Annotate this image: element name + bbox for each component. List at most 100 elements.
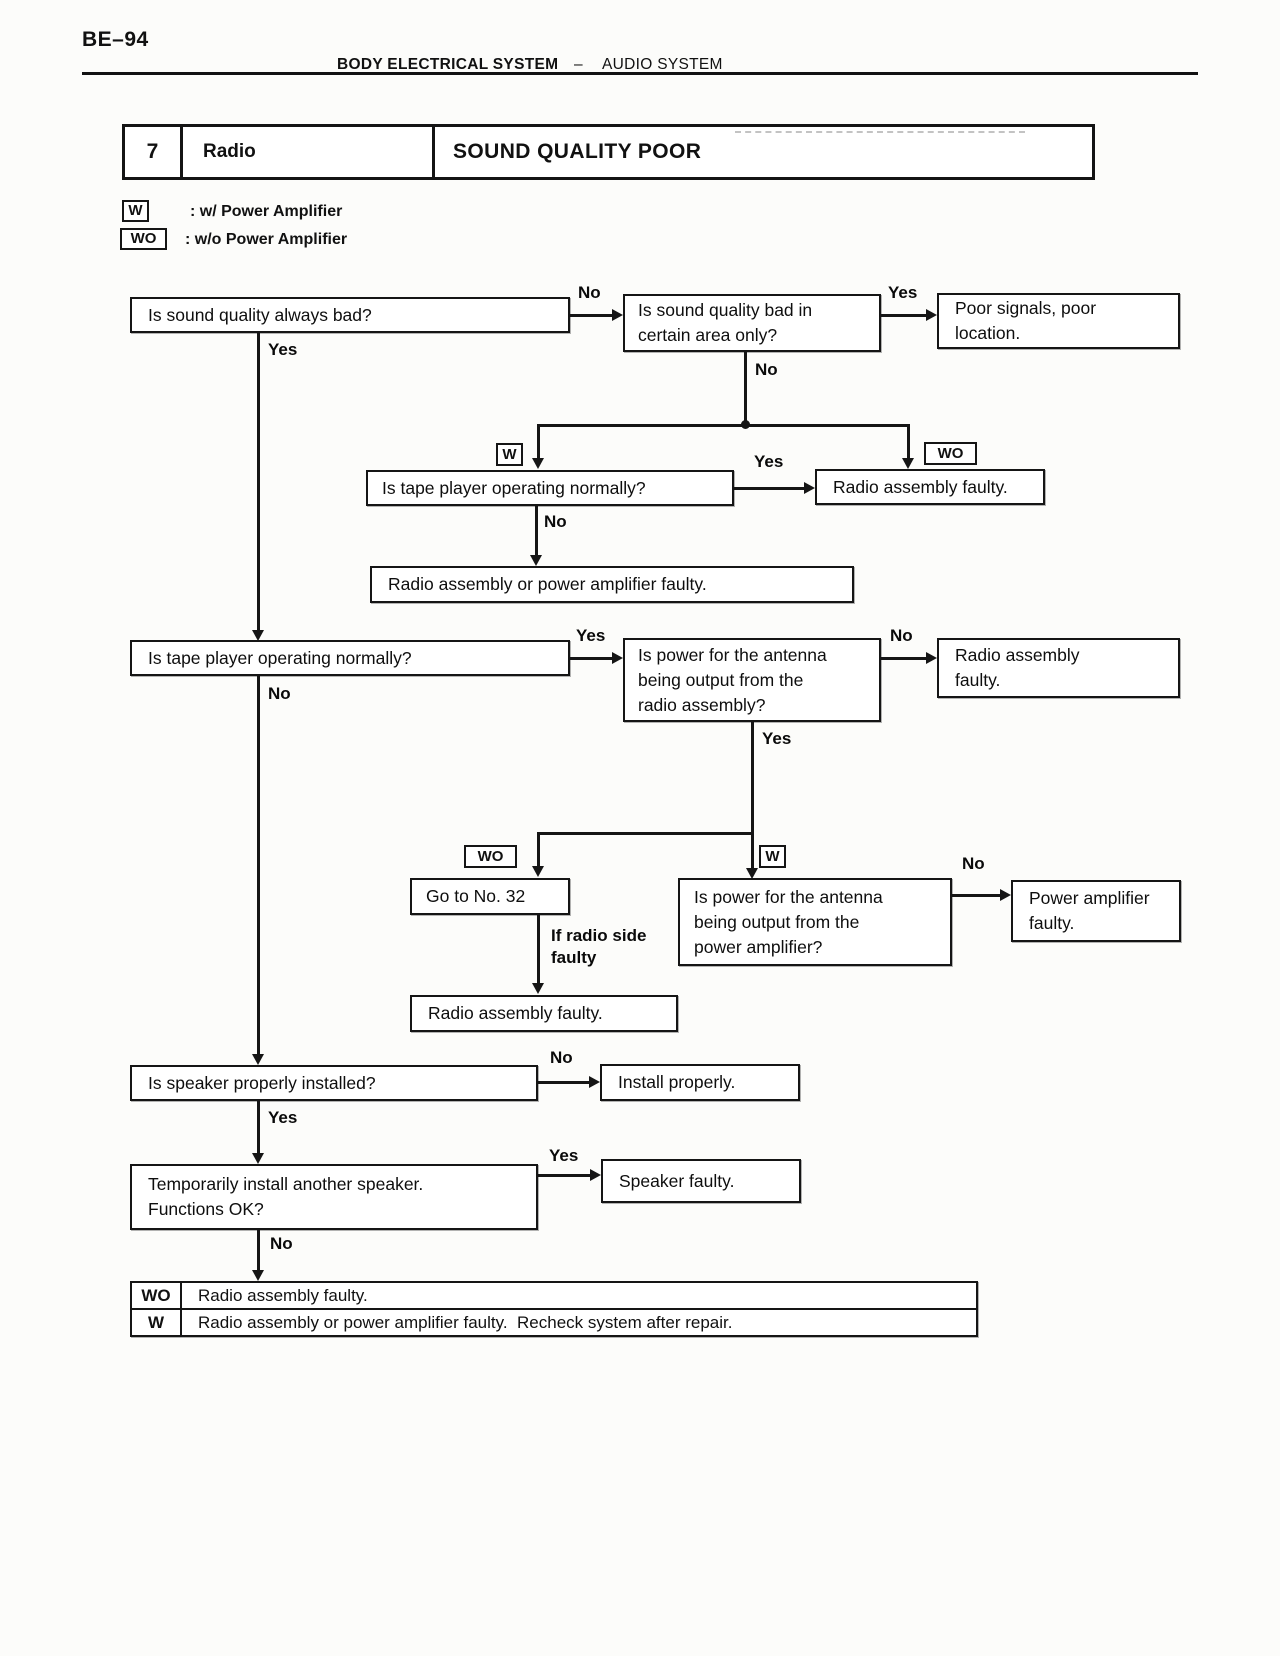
arrow-right-icon xyxy=(926,309,937,321)
legend-w-tag: W xyxy=(122,200,149,222)
legend-w-text: : w/ Power Amplifier xyxy=(190,203,343,220)
final-w-text: Radio assembly or power amplifier faulty… xyxy=(198,1312,733,1332)
arrow-down-icon xyxy=(252,1054,264,1065)
connector-line xyxy=(538,1174,591,1177)
box-line: Functions OK? xyxy=(148,1199,264,1219)
final-row-w: W Radio assembly or power amplifier faul… xyxy=(132,1310,976,1335)
box-line: power amplifier? xyxy=(694,936,823,957)
header-rule xyxy=(82,72,1198,75)
final-row-wo: WO Radio assembly faulty. xyxy=(132,1283,976,1310)
box-line: certain area only? xyxy=(638,325,778,345)
connector-line xyxy=(257,1230,260,1272)
connector-line xyxy=(570,657,613,660)
box-amp-faulty: Power amplifier faulty. xyxy=(1011,880,1181,942)
label-yes: Yes xyxy=(754,452,784,471)
final-wo-tag: WO xyxy=(132,1283,182,1308)
connector-line xyxy=(538,1081,590,1084)
connector-line xyxy=(907,424,910,460)
box-line: Power amplifier xyxy=(1029,888,1150,908)
label-no: No xyxy=(578,283,601,302)
w-branch-tag: W xyxy=(496,443,523,466)
arrow-right-icon xyxy=(804,482,815,494)
box-goto-32: Go to No. 32 xyxy=(410,878,570,915)
box-sound-always-bad: Is sound quality always bad? xyxy=(130,297,570,333)
label-no: No xyxy=(755,360,778,379)
box-tape-operating-2: Is tape player operating normally? xyxy=(130,640,570,676)
label-yes: Yes xyxy=(888,283,918,302)
box-line: Is power for the antenna xyxy=(694,886,883,907)
label-no: No xyxy=(962,854,985,873)
box-poor-signals: Poor signals, poor location. xyxy=(937,293,1180,349)
connector-line xyxy=(881,657,927,660)
label-if-radio-side: If radio side xyxy=(551,926,647,945)
header-dash: – xyxy=(574,56,583,73)
arrow-right-icon xyxy=(926,652,937,664)
chart-title-box: 7 Radio SOUND QUALITY POOR xyxy=(122,124,1095,180)
box-line: Poor signals, poor xyxy=(955,298,1097,318)
box-antenna-power-amp: Is power for the antenna being output fr… xyxy=(678,878,952,966)
connector-line xyxy=(952,894,1001,897)
wo-branch-tag: WO xyxy=(924,442,977,465)
label-no: No xyxy=(270,1234,293,1253)
box-antenna-power-radio: Is power for the antenna being output fr… xyxy=(623,638,881,722)
box-radio-faulty-3: Radio assembly faulty. xyxy=(410,995,678,1032)
box-line: Is power for the antenna xyxy=(638,644,827,665)
box-tape-operating-1: Is tape player operating normally? xyxy=(366,470,734,506)
chart-problem-cell: SOUND QUALITY POOR xyxy=(453,140,702,163)
box-line: Is sound quality bad in xyxy=(638,300,813,320)
arrow-down-icon xyxy=(746,868,758,879)
connector-line xyxy=(570,314,614,317)
box-line: location. xyxy=(955,323,1021,343)
arrow-down-icon xyxy=(252,630,264,641)
connector-line xyxy=(751,722,754,870)
label-yes: Yes xyxy=(268,1108,298,1127)
final-w-tag: W xyxy=(132,1310,182,1335)
arrow-right-icon xyxy=(590,1169,601,1181)
connector-line xyxy=(537,424,540,460)
arrow-down-icon xyxy=(532,866,544,877)
label-no: No xyxy=(544,512,567,531)
connector-line xyxy=(535,506,538,558)
label-no: No xyxy=(268,684,291,703)
chart-number-cell: 7 xyxy=(125,127,183,177)
box-speaker-faulty: Speaker faulty. xyxy=(601,1159,801,1203)
connector-line xyxy=(744,352,747,426)
connector-line xyxy=(881,314,928,317)
label-yes: Yes xyxy=(549,1146,579,1165)
arrow-down-icon xyxy=(532,983,544,994)
box-temp-speaker: Temporarily install another speaker. Fun… xyxy=(130,1164,538,1230)
connector-line xyxy=(537,915,540,985)
arrow-down-icon xyxy=(902,458,914,469)
header-section-title: BODY ELECTRICAL SYSTEM xyxy=(337,56,559,73)
box-line: radio assembly? xyxy=(638,694,766,715)
legend-wo-tag: WO xyxy=(120,228,167,250)
chart-system-cell: Radio xyxy=(183,127,435,177)
junction-dot xyxy=(741,420,750,429)
box-speaker-installed: Is speaker properly installed? xyxy=(130,1065,538,1101)
box-radio-or-amp-faulty: Radio assembly or power amplifier faulty… xyxy=(370,566,854,603)
arrow-right-icon xyxy=(612,309,623,321)
arrow-right-icon xyxy=(1000,889,1011,901)
label-yes: Yes xyxy=(576,626,606,645)
label-yes: Yes xyxy=(762,729,792,748)
box-install-properly: Install properly. xyxy=(600,1064,800,1101)
connector-line xyxy=(538,424,910,427)
box-radio-faulty-1: Radio assembly faulty. xyxy=(815,469,1045,505)
header-subsection-title: AUDIO SYSTEM xyxy=(602,56,723,73)
w-branch-tag: W xyxy=(759,845,786,868)
connector-line xyxy=(257,676,260,1057)
box-radio-faulty-2: Radio assembly faulty. xyxy=(937,638,1180,698)
arrow-down-icon xyxy=(252,1270,264,1281)
box-bad-certain-area: Is sound quality bad in certain area onl… xyxy=(623,294,881,352)
connector-line xyxy=(538,832,754,835)
label-if-radio-side: faulty xyxy=(551,948,597,967)
arrow-down-icon xyxy=(532,458,544,469)
box-line: Temporarily install another speaker. xyxy=(148,1174,424,1194)
label-no: No xyxy=(890,626,913,645)
box-line: being output from the xyxy=(694,911,860,932)
legend-wo-text: : w/o Power Amplifier xyxy=(185,231,348,248)
arrow-right-icon xyxy=(589,1076,600,1088)
page-code: BE–94 xyxy=(82,28,149,51)
scan-artifact xyxy=(735,131,1025,133)
